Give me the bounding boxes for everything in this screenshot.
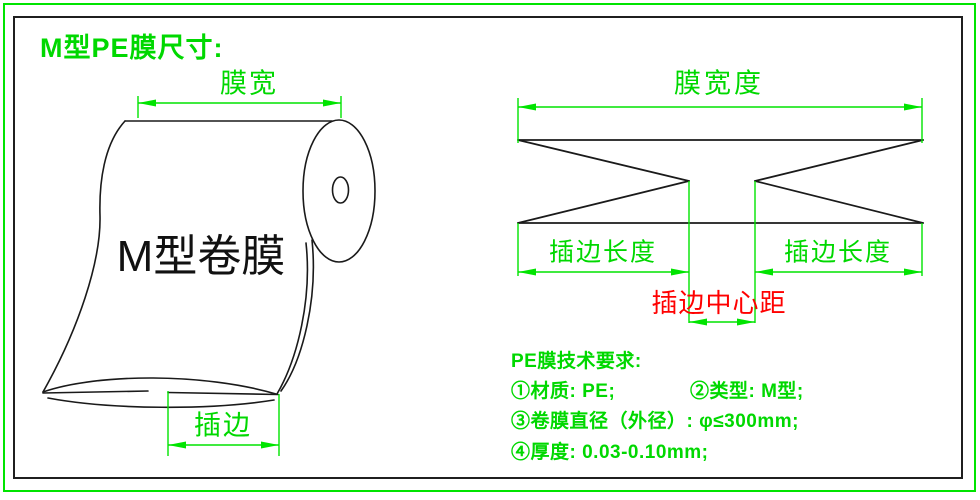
tech-item-thickness: ④厚度: 0.03-0.10mm; [511, 442, 709, 463]
tech-item-type: ②类型: M型; [690, 381, 804, 402]
sheet-left-edge [42, 120, 126, 393]
tech-item-roll-diameter: ③卷膜直径（外径）: φ≤300mm; [511, 411, 799, 432]
dimension-arrowheads [138, 99, 922, 449]
section-right-upper-fold [754, 139, 924, 182]
roll-end-face [302, 119, 376, 263]
sheet-bottom-lower-curve [47, 397, 275, 409]
section-left-lower-fold [517, 180, 690, 224]
dim-label-film-width: 膜宽 [220, 68, 278, 99]
dim-label-tuck-length-right: 插边长度 [783, 238, 893, 267]
dim-label-film-width-total: 膜宽度 [674, 68, 764, 99]
dimension-lines [137, 96, 923, 456]
section-left-upper-fold [517, 139, 690, 182]
tech-heading: PE膜技术要求: [511, 351, 642, 372]
dim-label-tuck: 插边 [194, 410, 252, 441]
roll-core-hole [331, 176, 350, 204]
sheet-fold-line-right [167, 391, 279, 396]
page-title: M型PE膜尺寸: [40, 33, 224, 63]
tech-item-material: ①材质: PE; [511, 381, 616, 402]
sheet-fold-line-left [42, 390, 149, 394]
roll-drawing [42, 119, 376, 409]
sheet-right-edge-outer [276, 242, 309, 395]
dim-label-tuck-center-distance: 插边中心距 [651, 288, 787, 318]
roll-label: M型卷膜 [116, 232, 286, 281]
inner-drawing-frame [13, 16, 963, 479]
m-section-drawing [517, 139, 924, 224]
sheet-bottom-upper-curve [42, 377, 277, 395]
sheet-right-edge-inner [280, 239, 315, 392]
dim-label-tuck-length-left: 插边长度 [548, 238, 658, 267]
section-right-lower-fold [754, 180, 924, 224]
